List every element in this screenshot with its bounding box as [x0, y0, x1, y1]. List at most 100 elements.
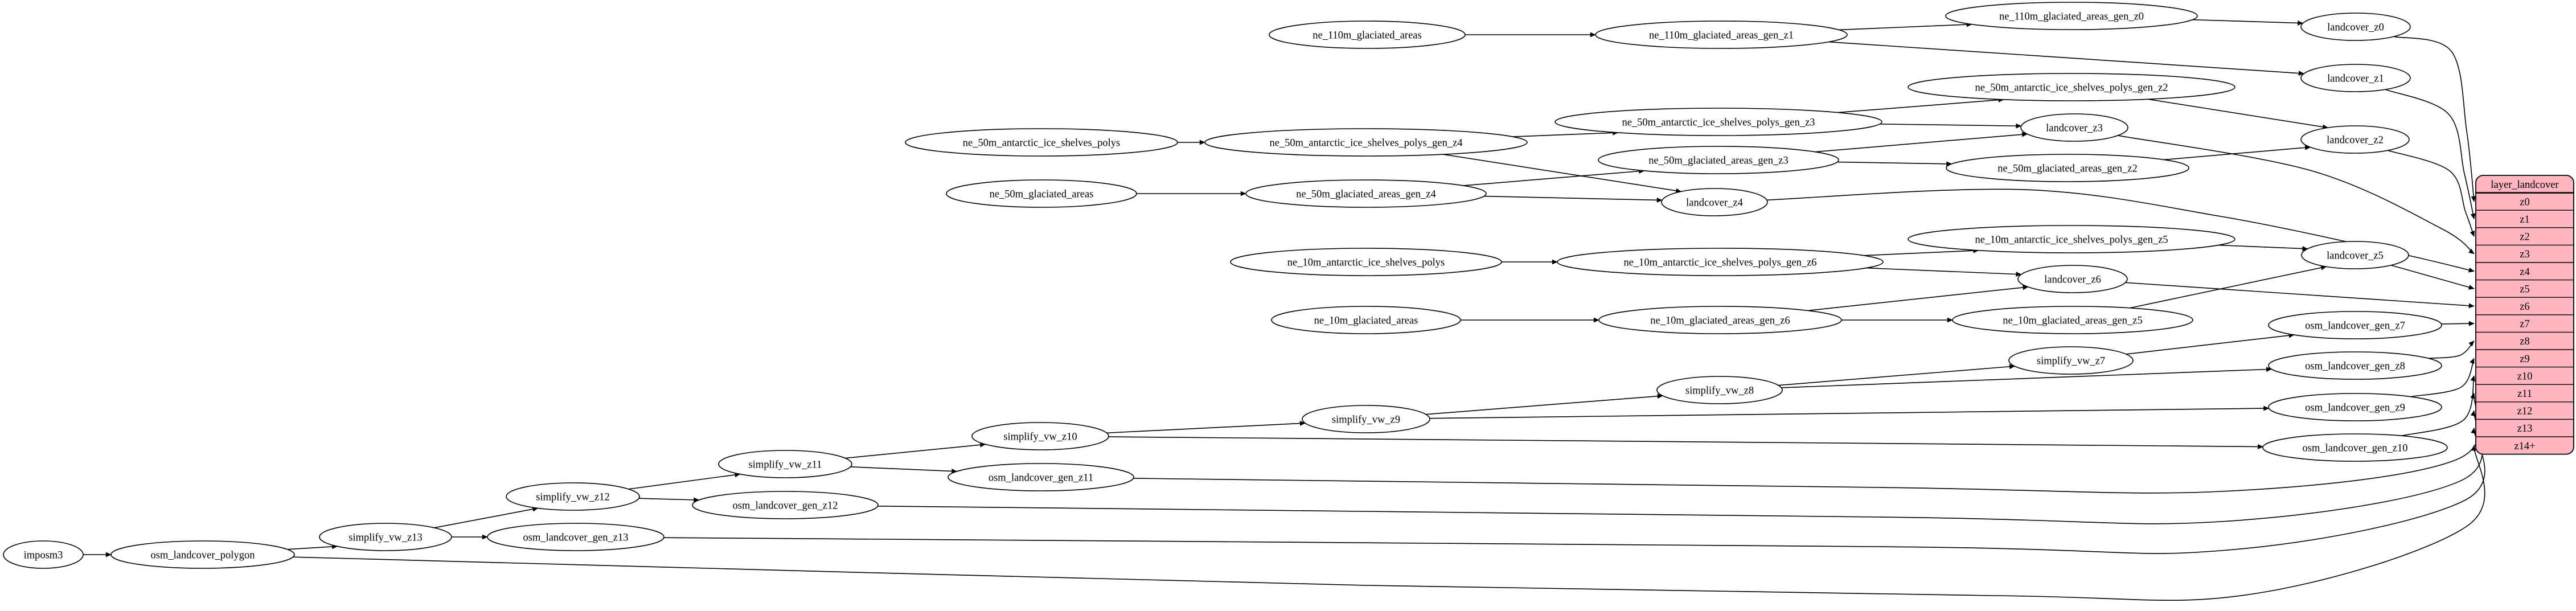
node-ellipse-ne_10m_glaciated_areas_gen_z5: [1952, 306, 2193, 334]
node-label-ne_50m_antarctic_ice_shelves_polys_gen_z3: ne_50m_antarctic_ice_shelves_polys_gen_z…: [1622, 117, 1815, 129]
node-ellipse-osm_landcover_gen_z10: [2262, 433, 2448, 462]
node-osm_landcover_gen_z12: osm_landcover_gen_z12: [692, 491, 879, 519]
node-label-ne_110m_glaciated_areas: ne_110m_glaciated_areas: [1312, 30, 1421, 42]
edges-layer: [83, 19, 2485, 601]
table-row-z2: z2: [2520, 232, 2529, 243]
table-row-z14plus: z14+: [2514, 441, 2535, 452]
node-ellipse-landcover_z3: [2020, 113, 2128, 142]
node-ellipse-osm_landcover_gen_z9: [2268, 393, 2442, 421]
node-osm_landcover_gen_z13: osm_landcover_gen_z13: [487, 523, 664, 551]
node-ellipse-osm_landcover_polygon: [110, 540, 295, 569]
node-ne_10m_glaciated_areas_gen_z6: ne_10m_glaciated_areas_gen_z6: [1598, 306, 1842, 334]
node-ellipse-ne_50m_antarctic_ice_shelves_polys: [905, 128, 1178, 157]
node-label-landcover_z6: landcover_z6: [2044, 274, 2101, 286]
edge-simplify_vw_z11-to-osm_landcover_gen_z11: [850, 466, 958, 474]
edge-simplify_vw_z10-to-osm_landcover_gen_z10: [1108, 436, 2264, 449]
edge-simplify_vw_z12-to-osm_landcover_gen_z12: [638, 497, 700, 503]
node-label-ne_110m_glaciated_areas_gen_z1: ne_110m_glaciated_areas_gen_z1: [1649, 30, 1794, 42]
edge-simplify_vw_z8-to-osm_landcover_gen_z8: [1781, 367, 2273, 388]
node-label-osm_landcover_gen_z13: osm_landcover_gen_z13: [523, 532, 629, 544]
node-landcover_z3: landcover_z3: [2020, 113, 2128, 142]
node-osm_landcover_gen_z7: osm_landcover_gen_z7: [2268, 311, 2442, 339]
edge-landcover_z5-to-layer-row-z5: [2390, 265, 2475, 290]
table-row-z11: z11: [2517, 388, 2532, 400]
table-row-z1: z1: [2520, 214, 2529, 225]
edge-ne_50m_antarctic_ice_shelves_polys_gen_z3-to-ne_50m_antarctic_ice_shelves_polys_gen_z2: [1837, 97, 2004, 113]
edge-osm_landcover_gen_z10-to-layer-row-z10: [2401, 375, 2476, 437]
node-ellipse-simplify_vw_z11: [718, 450, 852, 478]
node-simplify_vw_z9: simplify_vw_z9: [1302, 405, 1430, 433]
node-ne_10m_glaciated_areas: ne_10m_glaciated_areas: [1271, 306, 1461, 334]
edge-osm_landcover_gen_z9-to-layer-row-z9: [2410, 358, 2475, 397]
node-label-osm_landcover_gen_z12: osm_landcover_gen_z12: [733, 501, 838, 512]
node-label-ne_50m_antarctic_ice_shelves_polys: ne_50m_antarctic_ice_shelves_polys: [963, 138, 1120, 149]
node-ellipse-osm_landcover_gen_z12: [692, 491, 879, 519]
node-landcover_z4: landcover_z4: [1661, 188, 1768, 216]
edge-osm_landcover_gen_z11-to-layer-row-z11: [1133, 392, 2480, 494]
node-label-ne_10m_glaciated_areas_gen_z6: ne_10m_glaciated_areas_gen_z6: [1650, 315, 1790, 327]
node-ne_50m_antarctic_ice_shelves_polys_gen_z4: ne_50m_antarctic_ice_shelves_polys_gen_z…: [1204, 128, 1528, 157]
node-label-ne_50m_glaciated_areas_gen_z3: ne_50m_glaciated_areas_gen_z3: [1648, 155, 1789, 167]
node-label-ne_50m_glaciated_areas: ne_50m_glaciated_areas: [990, 189, 1094, 200]
edge-ne_50m_glaciated_areas_gen_z3-to-ne_50m_glaciated_areas_gen_z2: [1837, 161, 1952, 167]
node-label-osm_landcover_polygon: osm_landcover_polygon: [151, 550, 255, 561]
node-label-simplify_vw_z7: simplify_vw_z7: [2037, 356, 2105, 367]
edge-ne_50m_antarctic_ice_shelves_polys_gen_z4-to-ne_50m_antarctic_ice_shelves_polys_gen_z3: [1512, 130, 1619, 137]
node-ellipse-simplify_vw_z7: [2008, 346, 2134, 375]
edge-landcover_z6-to-layer-row-z6: [2125, 282, 2475, 309]
edge-simplify_vw_z8-to-simplify_vw_z7: [1778, 364, 2015, 386]
node-label-ne_10m_antarctic_ice_shelves_polys: ne_10m_antarctic_ice_shelves_polys: [1287, 257, 1445, 269]
node-ne_110m_glaciated_areas_gen_z1: ne_110m_glaciated_areas_gen_z1: [1595, 20, 1848, 49]
node-ellipse-landcover_z5: [2301, 241, 2409, 269]
node-ellipse-ne_10m_glaciated_areas_gen_z6: [1598, 306, 1842, 334]
node-ellipse-ne_10m_antarctic_ice_shelves_polys_gen_z5: [1908, 225, 2235, 253]
node-osm_landcover_gen_z11: osm_landcover_gen_z11: [947, 463, 1134, 491]
edge-ne_110m_glaciated_areas_gen_z1-to-landcover_z1: [1828, 41, 2304, 76]
node-ne_10m_antarctic_ice_shelves_polys: ne_10m_antarctic_ice_shelves_polys: [1230, 248, 1502, 276]
edge-simplify_vw_z9-to-simplify_vw_z8: [1426, 393, 1663, 415]
node-ne_50m_antarctic_ice_shelves_polys_gen_z3: ne_50m_antarctic_ice_shelves_polys_gen_z…: [1554, 108, 1882, 136]
node-osm_landcover_gen_z9: osm_landcover_gen_z9: [2268, 393, 2442, 421]
layer-landcover-table: layer_landcoverz0z1z2z3z4z5z6z7z8z9z10z1…: [2475, 175, 2574, 455]
node-label-simplify_vw_z12: simplify_vw_z12: [536, 492, 610, 503]
table-row-z0: z0: [2520, 196, 2529, 208]
edge-ne_50m_glaciated_areas_gen_z4-to-ne_50m_glaciated_areas_gen_z3: [1463, 169, 1645, 186]
node-ellipse-ne_110m_glaciated_areas_gen_z1: [1595, 20, 1848, 49]
edge-ne_50m_antarctic_ice_shelves_polys_gen_z4-to-landcover_z4: [1443, 154, 1682, 194]
node-label-ne_10m_antarctic_ice_shelves_polys_gen_z6: ne_10m_antarctic_ice_shelves_polys_gen_z…: [1623, 257, 1816, 269]
node-label-simplify_vw_z9: simplify_vw_z9: [1332, 415, 1400, 426]
node-ellipse-landcover_z6: [2017, 265, 2128, 293]
node-label-ne_10m_glaciated_areas_gen_z5: ne_10m_glaciated_areas_gen_z5: [2003, 315, 2143, 327]
node-ellipse-landcover_z1: [2300, 64, 2411, 92]
node-label-landcover_z5: landcover_z5: [2327, 251, 2384, 262]
node-ne_50m_antarctic_ice_shelves_polys_gen_z2: ne_50m_antarctic_ice_shelves_polys_gen_z…: [1908, 73, 2235, 101]
node-label-osm_landcover_gen_z7: osm_landcover_gen_z7: [2305, 321, 2405, 332]
node-ne_10m_antarctic_ice_shelves_polys_gen_z6: ne_10m_antarctic_ice_shelves_polys_gen_z…: [1557, 248, 1884, 276]
node-ne_50m_antarctic_ice_shelves_polys: ne_50m_antarctic_ice_shelves_polys: [905, 128, 1178, 157]
edge-simplify_vw_z9-to-osm_landcover_gen_z9: [1429, 405, 2270, 419]
table-row-z3: z3: [2520, 249, 2529, 260]
edge-ne_110m_glaciated_areas_gen_z0-to-landcover_z0: [2192, 19, 2304, 26]
node-landcover_z1: landcover_z1: [2300, 64, 2411, 92]
node-ne_10m_antarctic_ice_shelves_polys_gen_z5: ne_10m_antarctic_ice_shelves_polys_gen_z…: [1908, 225, 2235, 253]
edge-ne_10m_antarctic_ice_shelves_polys_gen_z6-to-ne_10m_antarctic_ice_shelves_polys_gen_z5: [1864, 248, 1979, 256]
edge-landcover_z3-to-layer-row-z3: [2118, 135, 2475, 255]
node-label-ne_50m_antarctic_ice_shelves_polys_gen_z2: ne_50m_antarctic_ice_shelves_polys_gen_z…: [1975, 83, 2168, 94]
node-osm_landcover_gen_z10: osm_landcover_gen_z10: [2262, 433, 2448, 462]
node-label-osm_landcover_gen_z8: osm_landcover_gen_z8: [2305, 361, 2405, 372]
table-row-z8: z8: [2520, 336, 2529, 347]
node-label-ne_50m_glaciated_areas_gen_z2: ne_50m_glaciated_areas_gen_z2: [1997, 163, 2138, 175]
node-ellipse-osm_landcover_gen_z8: [2268, 351, 2442, 380]
table-header: layer_landcover: [2491, 179, 2558, 191]
edge-landcover_z0-to-layer-row-z0: [2393, 36, 2476, 202]
node-ellipse-simplify_vw_z12: [506, 482, 640, 511]
node-label-simplify_vw_z11: simplify_vw_z11: [749, 460, 822, 471]
node-ne_50m_glaciated_areas_gen_z3: ne_50m_glaciated_areas_gen_z3: [1598, 146, 1839, 174]
edge-ne_50m_glaciated_areas_gen_z4-to-landcover_z4: [1484, 195, 1663, 203]
node-label-ne_50m_antarctic_ice_shelves_polys_gen_z4: ne_50m_antarctic_ice_shelves_polys_gen_z…: [1269, 138, 1462, 149]
edge-ne_10m_antarctic_ice_shelves_polys_gen_z6-to-landcover_z6: [1866, 267, 2022, 277]
table-row-z6: z6: [2520, 301, 2529, 313]
table-row-z12: z12: [2517, 406, 2533, 417]
